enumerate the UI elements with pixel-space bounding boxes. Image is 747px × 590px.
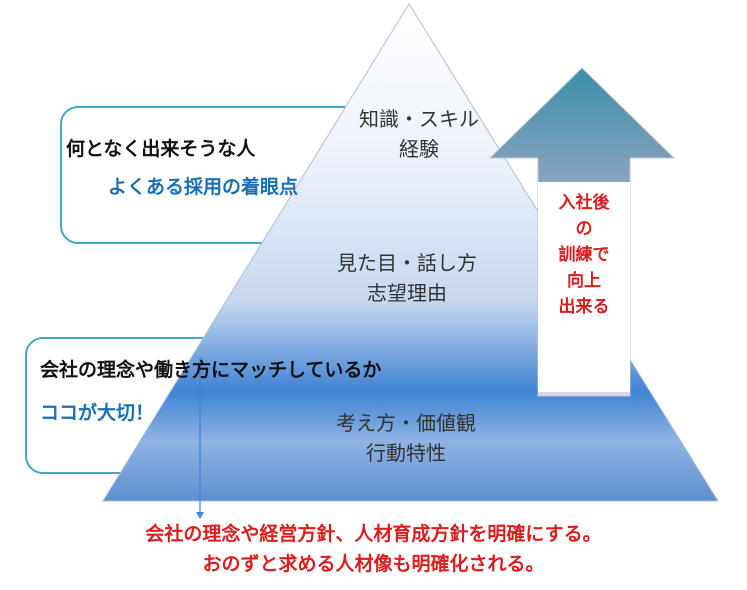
conclusion-line-1: 会社の理念や経営方針、人材育成方針を明確にする。 [145,523,602,545]
conclusion-line-2: おのずと求める人材像も明確化される。 [202,553,545,575]
pointer-arrowhead [196,512,204,519]
tier-top-line-1: 知識・スキル [359,107,479,131]
tier-middle-line-2: 志望理由 [367,281,447,305]
arrow-line-4: 向上 [567,271,601,291]
tier-bottom-line-2: 行動特性 [366,441,446,465]
pyramid-tier-bottom: 考え方・価値観 行動特性 [296,408,516,468]
callout-top-title: 何となく出来そうな人 [66,138,256,160]
growth-arrow-text: 入社後 の 訓練で 向上 出来る [544,190,624,320]
tier-middle-line-1: 見た目・話し方 [337,251,477,275]
arrow-line-5: 出来る [558,297,610,317]
callout-top-subtitle: よくある採用の着眼点 [108,176,299,198]
tier-top-line-2: 経験 [399,137,439,161]
pyramid-tier-middle: 見た目・話し方 志望理由 [297,248,517,308]
callout-bottom-title: 会社の理念や働き方にマッチしているか [40,359,382,381]
arrow-line-1: 入社後 [558,193,610,213]
arrow-line-3: 訓練で [558,245,610,265]
tier-bottom-line-1: 考え方・価値観 [336,411,476,435]
conclusion-text: 会社の理念や経営方針、人材育成方針を明確にする。 おのずと求める人材像も明確化さ… [0,519,747,579]
arrow-line-2: の [575,219,593,239]
callout-bottom-subtitle: ココが大切！ [40,402,155,424]
arrow-text-panel [538,182,630,392]
pyramid-tier-top: 知識・スキル 経験 [309,104,529,164]
